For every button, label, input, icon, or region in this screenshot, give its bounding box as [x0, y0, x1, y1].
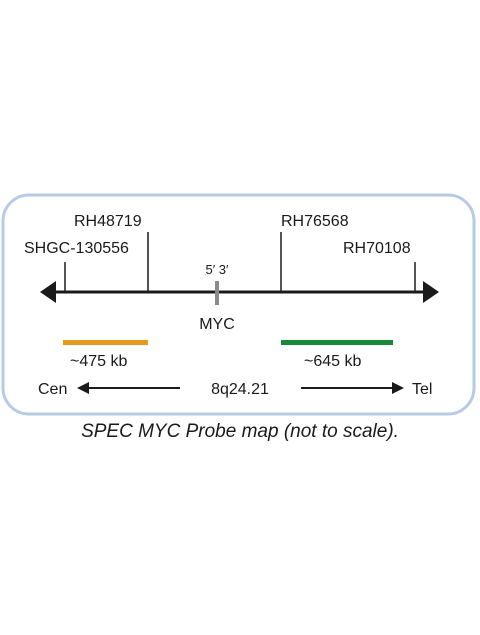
right-probe-size-label: ~645 kb: [304, 353, 361, 370]
gene-orientation-label: 5′ 3′: [206, 262, 230, 277]
tel-label: Tel: [412, 381, 432, 398]
right-arrowhead: [423, 281, 439, 303]
figure-caption: SPEC MYC Probe map (not to scale).: [81, 421, 399, 442]
left-probe-bar: [63, 340, 148, 345]
tel-arrowhead: [392, 382, 404, 394]
gene-name-label: MYC: [199, 316, 235, 333]
myc-gene-marker: [215, 281, 219, 305]
right-probe-bar: [281, 340, 393, 345]
rh70108-label: RH70108: [343, 240, 411, 257]
left-arrowhead: [40, 281, 56, 303]
shgc-label: SHGC-130556: [24, 240, 129, 257]
left-probe-size-label: ~475 kb: [70, 353, 127, 370]
cen-label: Cen: [38, 381, 67, 398]
rh76568-label: RH76568: [281, 213, 349, 230]
diagram-frame: [1, 193, 476, 416]
cen-arrowhead: [77, 382, 89, 394]
rh48719-label: RH48719: [74, 213, 142, 230]
band-label: 8q24.21: [211, 381, 269, 398]
